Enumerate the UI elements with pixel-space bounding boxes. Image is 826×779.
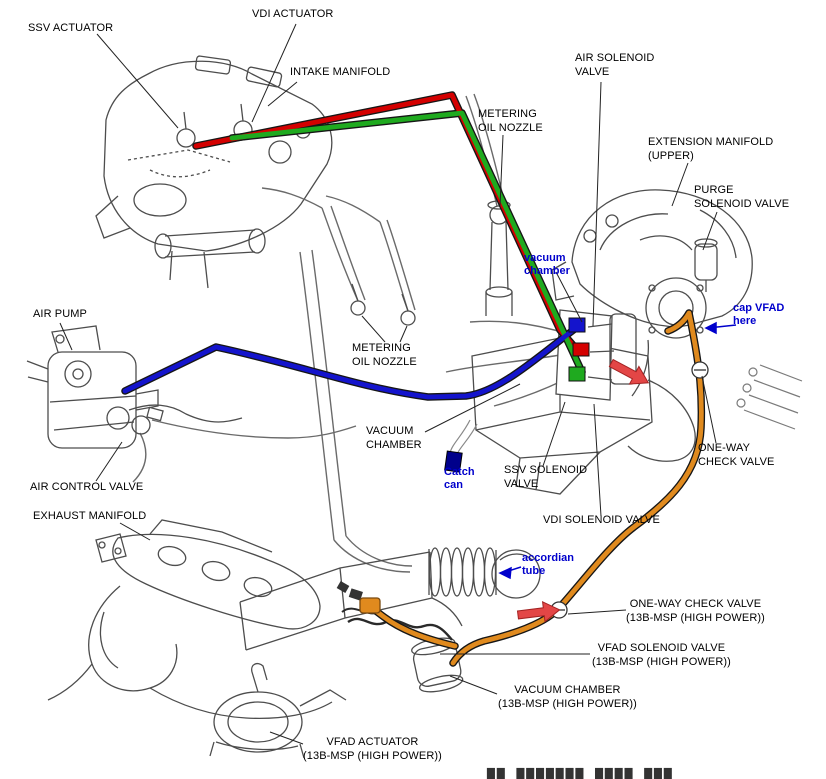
label-air-solenoid-valve: AIR SOLENOID VALVE bbox=[575, 52, 655, 78]
air-pump-art bbox=[26, 325, 243, 449]
annotation-arrows bbox=[498, 321, 737, 580]
extension-manifold-art bbox=[551, 189, 753, 397]
blue-hose bbox=[122, 325, 579, 400]
air-solenoid-block bbox=[568, 317, 586, 333]
label-air-control-valve: AIR CONTROL VALVE bbox=[30, 481, 144, 493]
label-ssv-actuator: SSV ACTUATOR bbox=[28, 22, 114, 34]
catch-can-symbol bbox=[444, 450, 463, 473]
exhaust-manifold-art bbox=[47, 519, 333, 720]
annotation-vacuum-chamber: vacuum chamber bbox=[524, 252, 570, 278]
label-vacuum-chamber: VACUUM CHAMBER bbox=[366, 425, 422, 451]
label-purge-solenoid-valve: PURGE SOLENOID VALVE bbox=[694, 184, 790, 210]
label-metering-oil-nozzle-upper: METERING OIL NOZZLE bbox=[478, 108, 543, 134]
label-vacuum-chamber-hp: VACUUM CHAMBER (13B-MSP (HIGH POWER)) bbox=[498, 684, 637, 710]
catch-can-art bbox=[444, 419, 478, 473]
ac-lines-art bbox=[736, 364, 803, 430]
label-vdi-actuator: VDI ACTUATOR bbox=[252, 8, 334, 20]
vfad-solenoid-component bbox=[359, 597, 381, 614]
flow-arrow-lower bbox=[516, 601, 561, 623]
lower-engine-art bbox=[239, 551, 463, 651]
red-flow-arrows bbox=[516, 358, 650, 623]
label-vdi-solenoid-valve: VDI SOLENOID VALVE bbox=[543, 514, 660, 526]
label-intake-manifold: INTAKE MANIFOLD bbox=[290, 66, 391, 78]
hose-outlines bbox=[121, 91, 706, 667]
hoses bbox=[122, 92, 704, 666]
annotation-cap-vfad-here: cap VFAD here bbox=[733, 302, 785, 328]
green-hose bbox=[229, 110, 585, 375]
engine-top-left-art bbox=[95, 55, 333, 289]
cap-vfad-arrowhead bbox=[704, 321, 717, 335]
leader-lines bbox=[59, 23, 718, 745]
label-vfad-actuator-hp: VFAD ACTUATOR (13B-MSP (HIGH POWER)) bbox=[303, 736, 442, 762]
label-extension-manifold-upper: EXTENSION MANIFOLD (UPPER) bbox=[648, 136, 774, 162]
cutoff-watermark: ██ ███████ ████ ███ bbox=[487, 769, 674, 779]
solenoid-color-blocks bbox=[568, 317, 590, 382]
ssv-solenoid-block bbox=[572, 342, 590, 357]
accordion-tube-art bbox=[428, 547, 541, 599]
label-one-way-check-valve-hp: ONE-WAY CHECK VALVE (13B-MSP (HIGH POWER… bbox=[626, 598, 765, 624]
label-air-pump: AIR PUMP bbox=[33, 308, 87, 320]
label-ssv-solenoid-valve: SSV SOLENOID VALVE bbox=[504, 464, 588, 490]
label-one-way-check-valve: ONE-WAY CHECK VALVE bbox=[698, 442, 775, 468]
metering-oil-nozzles-art bbox=[350, 200, 513, 326]
label-metering-oil-nozzle-center: METERING OIL NOZZLE bbox=[352, 342, 417, 368]
label-exhaust-manifold: EXHAUST MANIFOLD bbox=[33, 510, 147, 522]
annotation-catch-can: Catch can bbox=[444, 466, 475, 492]
flow-arrow-upper bbox=[608, 358, 650, 385]
accordian-tube-arrowhead bbox=[498, 566, 512, 580]
vdi-solenoid-block bbox=[568, 366, 586, 382]
label-vfad-solenoid-valve-hp: VFAD SOLENOID VALVE (13B-MSP (HIGH POWER… bbox=[592, 642, 731, 668]
bottom-components-art bbox=[209, 581, 464, 759]
annotation-accordian-tube: accordian tube bbox=[522, 552, 574, 578]
thin-hose-lines-art bbox=[132, 93, 569, 573]
orange-hose bbox=[369, 310, 704, 666]
